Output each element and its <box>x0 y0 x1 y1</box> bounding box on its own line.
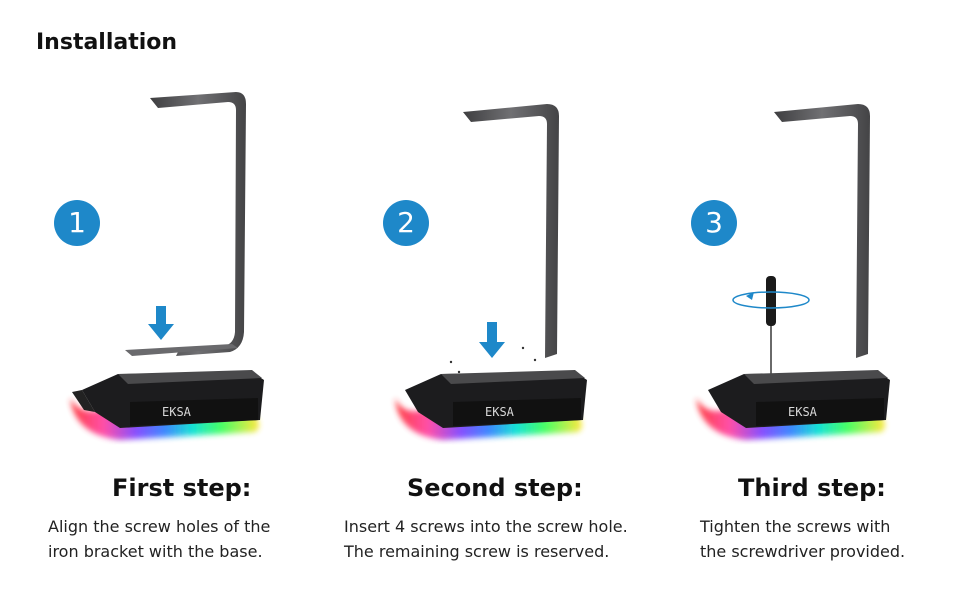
step-description-line: Insert 4 screws into the screw hole. <box>344 517 628 536</box>
step-title: Third step: <box>738 474 886 502</box>
down-arrow-icon <box>479 322 505 358</box>
screwdriver-icon <box>766 276 776 386</box>
step-description-line: the screwdriver provided. <box>700 542 906 561</box>
step-description-line: Tighten the screws with <box>700 517 891 536</box>
step-description-line: iron bracket with the base. <box>48 542 263 561</box>
step-description-line: Align the screw holes of the <box>48 517 271 536</box>
step-description: Insert 4 screws into the screw hole. The… <box>344 514 628 564</box>
step-number-badge: 2 <box>383 200 429 246</box>
page-title: Installation <box>36 30 178 55</box>
step-title: First step: <box>112 474 252 502</box>
step-number-badge: 3 <box>691 200 737 246</box>
base-logo-text: EKSA <box>788 405 818 419</box>
step-panel-3: 3 EKSA Third step: Tighten the screws wi… <box>646 0 969 600</box>
step-number-badge: 1 <box>54 200 100 246</box>
base-logo-text: EKSA <box>162 405 192 419</box>
stand-illustration: EKSA <box>395 104 587 440</box>
step-panel-2: 2 EKSA Second step: Insert 4 screws into… <box>323 0 646 600</box>
step-panel-1: 1 EKSA First step: Align the screw holes… <box>0 0 323 600</box>
rotate-arrow-icon <box>732 291 810 309</box>
stand-illustration: EKSA <box>70 92 264 440</box>
down-arrow-icon <box>148 306 174 340</box>
step-title: Second step: <box>407 474 583 502</box>
step-description-line: The remaining screw is reserved. <box>344 542 610 561</box>
step-description: Tighten the screws with the screwdriver … <box>700 514 905 564</box>
step-description: Align the screw holes of the iron bracke… <box>48 514 270 564</box>
base-logo-text: EKSA <box>485 405 515 419</box>
stand-illustration: EKSA <box>696 104 890 440</box>
